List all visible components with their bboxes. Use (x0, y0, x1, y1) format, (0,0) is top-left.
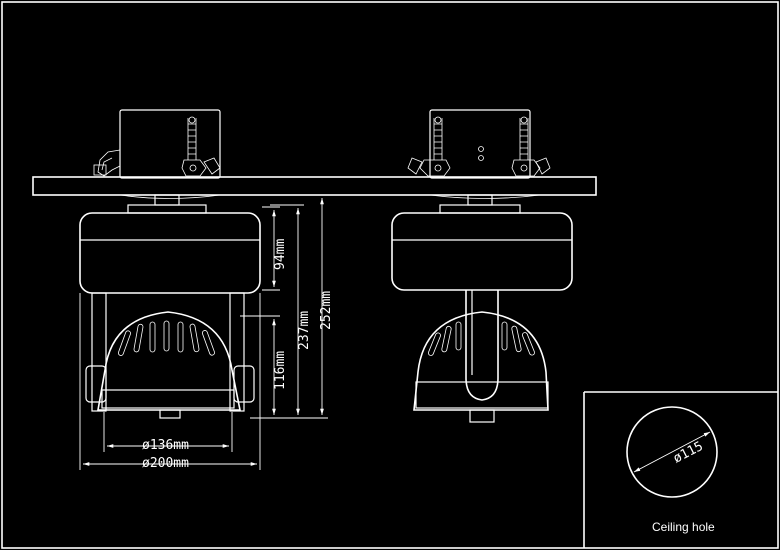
left-view-lamp (79, 194, 261, 419)
ceiling-hole-circle (626, 406, 718, 498)
ceiling-hole-caption: Ceiling hole (652, 520, 715, 534)
ceiling-plate (32, 176, 597, 196)
ceiling-hole-detail (583, 391, 778, 548)
dim-label-252: 252mm (319, 291, 334, 330)
dim-label-94: 94mm (273, 239, 288, 270)
dimension-lines-horizontal (79, 293, 261, 470)
dim-label-136: ø136mm (142, 438, 189, 453)
left-view-housing (93, 109, 221, 179)
right-view-lamp (391, 194, 573, 423)
dim-label-237: 237mm (297, 311, 312, 350)
right-view-housing (407, 109, 551, 179)
dim-label-116: 116mm (273, 351, 288, 390)
dim-label-200: ø200mm (142, 456, 189, 471)
